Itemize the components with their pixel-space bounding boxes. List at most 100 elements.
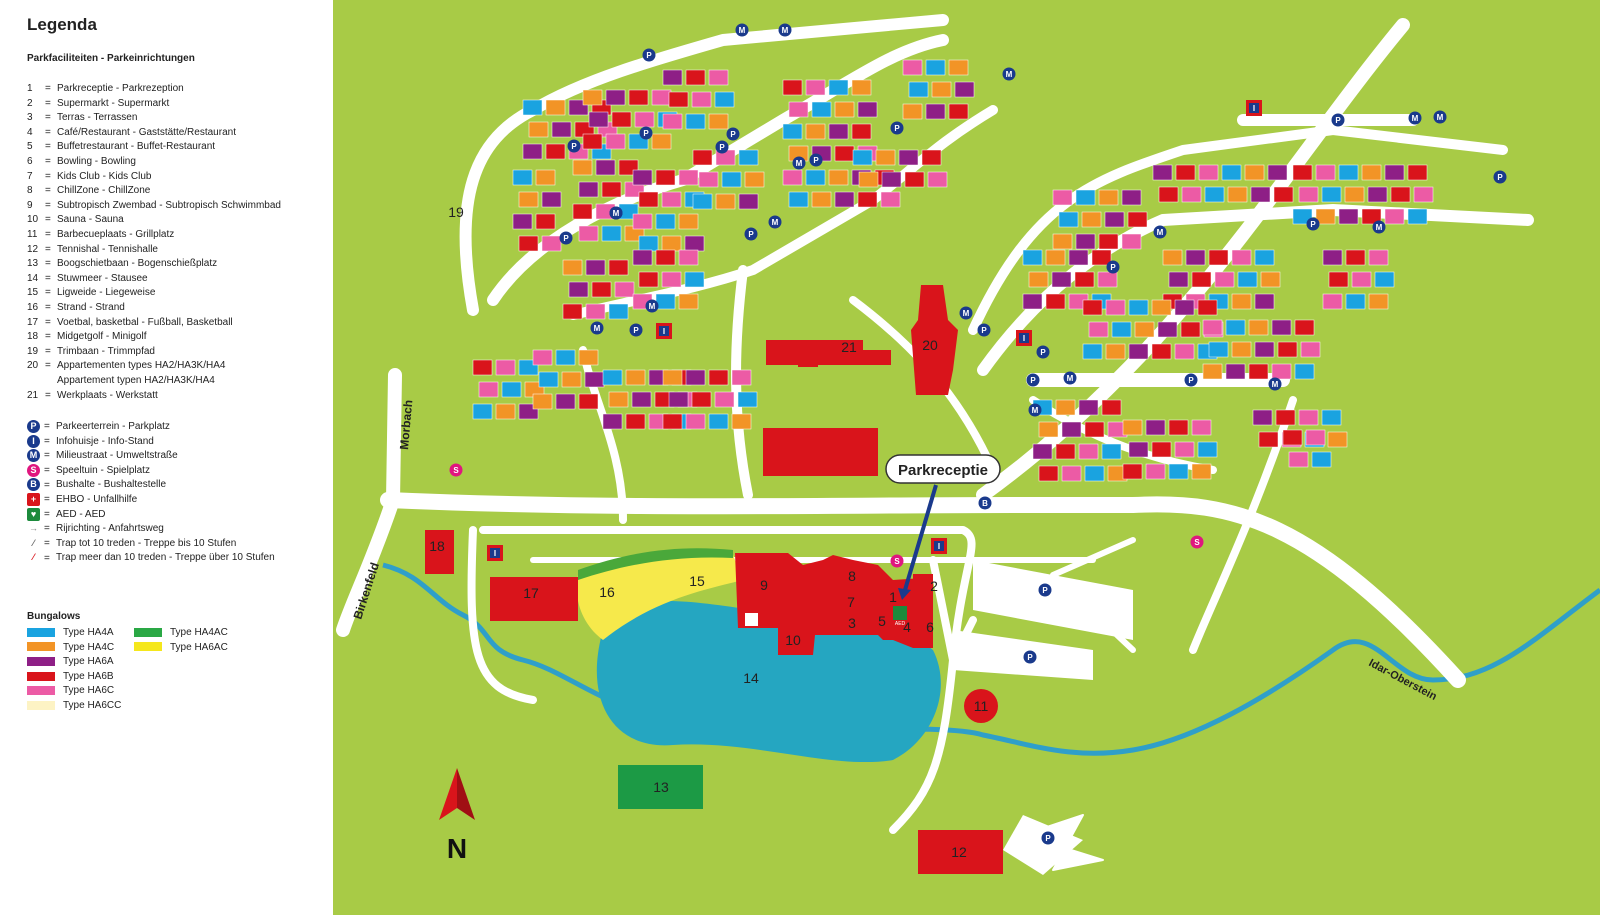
- equals-sign: =: [44, 508, 50, 520]
- bungalow-marker: [555, 393, 576, 410]
- facility-label-16[interactable]: 16: [599, 584, 615, 600]
- waste-icon[interactable]: M: [1028, 403, 1042, 417]
- parking-icon[interactable]: P: [715, 140, 729, 154]
- waste-icon[interactable]: M: [590, 321, 604, 335]
- bungalow-marker: [684, 235, 705, 252]
- callout-arrow-head: [898, 588, 911, 600]
- bungalow-marker: [608, 303, 629, 320]
- facility-label-5[interactable]: 5: [878, 613, 886, 629]
- bungalow-marker: [1214, 271, 1235, 288]
- facility-label-4[interactable]: 4: [903, 619, 911, 635]
- parking-icon[interactable]: P: [1306, 217, 1320, 231]
- waste-icon[interactable]: M: [1002, 67, 1016, 81]
- map-canvas[interactable]: PPPPPPPPPPPPPPPPPPPPPPIIIIIMMMMMMMMMMMMM…: [333, 0, 1600, 915]
- facility-label-6[interactable]: 6: [926, 619, 934, 635]
- facility-text: Subtropisch Zwembad - Subtropisch Schwim…: [57, 199, 281, 211]
- parkreceptie-callout[interactable]: Parkreceptie: [885, 454, 1001, 600]
- facility-label-2[interactable]: 2: [930, 578, 938, 594]
- parking-icon[interactable]: P: [1106, 260, 1120, 274]
- parking-icon[interactable]: P: [1184, 373, 1198, 387]
- playground-icon[interactable]: S: [890, 554, 904, 568]
- facility-label-12[interactable]: 12: [951, 844, 967, 860]
- waste-icon[interactable]: M: [1063, 371, 1077, 385]
- bungalow-marker: [1298, 186, 1319, 203]
- parking-icon[interactable]: P: [977, 323, 991, 337]
- info-icon[interactable]: I: [1016, 330, 1032, 346]
- info-icon[interactable]: I: [487, 545, 503, 561]
- bungalow-marker: [921, 149, 942, 166]
- waste-icon[interactable]: M: [1372, 220, 1386, 234]
- facility-label-3[interactable]: 3: [848, 615, 856, 631]
- parking-icon[interactable]: P: [559, 231, 573, 245]
- info-icon[interactable]: I: [931, 538, 947, 554]
- parking-icon[interactable]: P: [1493, 170, 1507, 184]
- facility-label-9[interactable]: 9: [760, 577, 768, 593]
- parking-icon[interactable]: P: [726, 127, 740, 141]
- waste-icon[interactable]: M: [1408, 111, 1422, 125]
- bungalow-marker: [1248, 363, 1269, 380]
- bungalow-marker: [875, 149, 896, 166]
- parking-icon[interactable]: P: [1041, 831, 1055, 845]
- facility-label-10[interactable]: 10: [785, 632, 801, 648]
- parking-icon[interactable]: P: [890, 121, 904, 135]
- parking-icon[interactable]: P: [1038, 583, 1052, 597]
- facility-label-21[interactable]: 21: [841, 339, 857, 355]
- park-map[interactable]: PPPPPPPPPPPPPPPPPPPPPPIIIIIMMMMMMMMMMMMM…: [333, 0, 1600, 915]
- parking-icon[interactable]: P: [567, 139, 581, 153]
- bungalow-marker: [1351, 271, 1372, 288]
- parking-icon[interactable]: P: [629, 323, 643, 337]
- parking-icon[interactable]: P: [1331, 113, 1345, 127]
- info-icon[interactable]: I: [656, 323, 672, 339]
- bungalow-color-swatch: [134, 642, 162, 652]
- waste-icon[interactable]: M: [1433, 110, 1447, 124]
- facility-text: Café/Restaurant - Gaststätte/Restaurant: [57, 126, 236, 138]
- parking-icon[interactable]: P: [1023, 650, 1037, 664]
- waste-icon[interactable]: M: [1153, 225, 1167, 239]
- facility-label-20[interactable]: 20: [922, 337, 938, 353]
- facility-label-15[interactable]: 15: [689, 573, 705, 589]
- parking-icon[interactable]: P: [639, 126, 653, 140]
- facility-label-19[interactable]: 19: [448, 204, 464, 220]
- facility-label-7[interactable]: 7: [847, 594, 855, 610]
- facility-label-13[interactable]: 13: [653, 779, 669, 795]
- playground-icon[interactable]: S: [1190, 535, 1204, 549]
- parking-icon[interactable]: P: [1036, 345, 1050, 359]
- bungalow-marker: [1174, 441, 1195, 458]
- parking-icon[interactable]: P: [642, 48, 656, 62]
- facility-label-11[interactable]: 11: [974, 698, 989, 714]
- road-network: [336, 14, 1534, 871]
- bungalow-marker: [478, 381, 499, 398]
- facility-label-18[interactable]: 18: [429, 538, 445, 554]
- parking-icon[interactable]: P: [1026, 373, 1040, 387]
- bungalow-marker: [708, 113, 729, 130]
- bungalow-marker: [1197, 441, 1218, 458]
- waste-icon[interactable]: M: [645, 299, 659, 313]
- bungalow-marker: [1045, 293, 1066, 310]
- waste-icon[interactable]: M: [792, 156, 806, 170]
- waste-icon[interactable]: M: [735, 23, 749, 37]
- facility-label-8[interactable]: 8: [848, 568, 856, 584]
- archery-field: [618, 765, 703, 809]
- barbecue-area: [964, 689, 998, 723]
- info-icon[interactable]: I: [1246, 100, 1262, 116]
- bungalow-marker: [655, 293, 676, 310]
- waste-icon[interactable]: M: [1268, 377, 1282, 391]
- symbol-legend-row: S=Speeltuin - Spielplatz: [27, 463, 150, 477]
- waste-icon[interactable]: M: [778, 23, 792, 37]
- svg-text:M: M: [782, 26, 789, 35]
- waste-icon[interactable]: M: [959, 306, 973, 320]
- bungalow-type-label: Type HA4A: [63, 627, 114, 638]
- bus-stop-icon[interactable]: B: [978, 496, 992, 510]
- facility-label-1[interactable]: 1: [889, 589, 897, 605]
- bungalow-marker: [1111, 321, 1132, 338]
- parking-icon[interactable]: P: [744, 227, 758, 241]
- facility-text: Stuwmeer - Stausee: [57, 272, 148, 284]
- playground-icon[interactable]: S: [449, 463, 463, 477]
- symbol-text: Parkeerterrein - Parkplatz: [56, 421, 170, 433]
- facility-label-17[interactable]: 17: [523, 585, 539, 601]
- parking-icon[interactable]: P: [809, 153, 823, 167]
- waste-icon[interactable]: M: [768, 215, 782, 229]
- waste-icon[interactable]: M: [609, 206, 623, 220]
- facility-label-14[interactable]: 14: [743, 670, 759, 686]
- svg-text:P: P: [719, 143, 725, 152]
